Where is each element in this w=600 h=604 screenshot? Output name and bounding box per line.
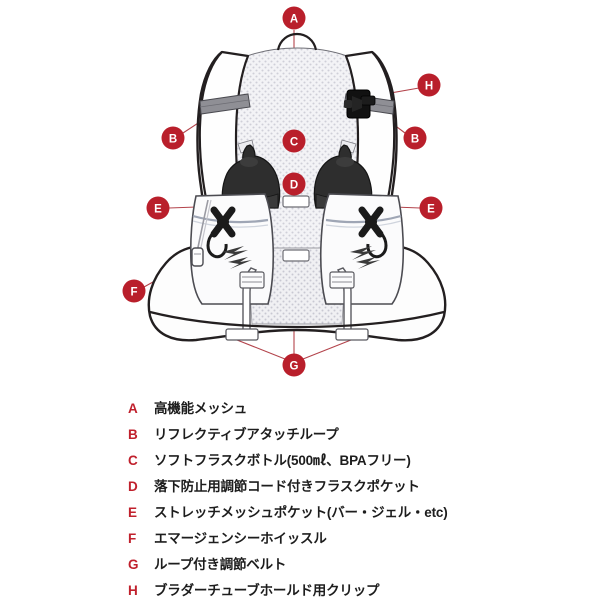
callout-group: A B B C D (122, 6, 443, 377)
legend-item-a: A 高機能メッシュ (0, 396, 600, 422)
emergency-whistle (191, 199, 212, 267)
legend-item-d: D 落下防止用調節コード付きフラスクポケット (0, 474, 600, 500)
legend-letter-b: B (128, 427, 138, 442)
legend-text-g: ループ付き調節ベルト (154, 557, 287, 572)
legend-item-e: E ストレッチメッシュポケット(バー・ジェル・etc) (0, 500, 600, 526)
leader-g-left (231, 337, 286, 360)
legend-letter-h: H (128, 583, 138, 598)
callout-h-label: H (425, 81, 433, 93)
whistle-body (191, 247, 204, 267)
brand-logo-right (350, 246, 380, 269)
legend-letter-c: C (128, 453, 138, 468)
callout-b-right-label: B (411, 134, 419, 146)
brand-logo-left (222, 246, 252, 269)
webbing-loop-lower (282, 249, 310, 262)
legend-text-a: 高機能メッシュ (154, 401, 248, 416)
callout-g-label: G (290, 361, 299, 373)
callout-d-label: D (290, 180, 298, 192)
vest-hem-line (149, 310, 445, 329)
callout-e-right-label: E (427, 204, 435, 216)
legend-text-h: ブラダーチューブホールド用クリップ (154, 583, 380, 598)
legend-item-h: H ブラダーチューブホールド用クリップ (0, 578, 600, 604)
reflective-band-left (199, 93, 251, 115)
vest-illustration: A B B C D (122, 6, 447, 377)
webbing-loop-upper (282, 195, 310, 208)
callout-b-left-label: B (169, 134, 177, 146)
legend-item-c: C ソフトフラスクボトル(500㎖、BPAフリー) (0, 448, 600, 474)
legend-item-b: B リフレクティブアタッチループ (0, 422, 600, 448)
legend-item-g: G ループ付き調節ベルト (0, 552, 600, 578)
neck-opening (276, 32, 318, 51)
belt-loop-left (225, 328, 259, 341)
legend-letter-f: F (128, 531, 137, 546)
callout-g[interactable]: G (282, 353, 306, 377)
callout-d[interactable]: D (282, 172, 306, 196)
center-webbing (282, 195, 310, 262)
legend-letter-a: A (128, 401, 138, 416)
legend-text-f: エマージェンシーホイッスル (154, 531, 327, 546)
callout-e-left[interactable]: E (146, 196, 170, 220)
callout-b-right[interactable]: B (403, 126, 427, 150)
callout-c[interactable]: C (282, 129, 306, 153)
leader-g-right (302, 337, 357, 360)
legend-letter-e: E (128, 505, 138, 520)
callout-a-label: A (290, 14, 298, 26)
legend-letter-g: G (128, 557, 139, 572)
drawcord-toggle-right (358, 206, 388, 259)
belt-loop-right (335, 328, 369, 341)
adjustment-belt-left (225, 267, 265, 341)
legend-letter-d: D (128, 479, 138, 494)
vest-body (147, 32, 447, 342)
legend-text-d: 落下防止用調節コード付きフラスクポケット (154, 479, 420, 494)
callout-h[interactable]: H (417, 73, 441, 97)
legend-text-c: ソフトフラスクボトル(500㎖、BPAフリー) (154, 453, 411, 468)
callout-a[interactable]: A (282, 6, 306, 30)
adjustment-belt-right (329, 267, 369, 341)
legend-text-e: ストレッチメッシュポケット(バー・ジェル・etc) (154, 505, 448, 520)
callout-f[interactable]: F (122, 279, 146, 303)
callout-b-left[interactable]: B (161, 126, 185, 150)
legend-text-b: リフレクティブアタッチループ (154, 427, 339, 442)
bladder-tube-clip (344, 89, 376, 119)
legend-item-f: F エマージェンシーホイッスル (0, 526, 600, 552)
callout-c-label: C (290, 137, 298, 149)
reflective-band-left-stitch (199, 99, 250, 108)
vest-diagram: A B B C D (122, 6, 447, 377)
legend-list: A 高機能メッシュ B リフレクティブアタッチループ C ソフトフラスクボトル(… (0, 388, 600, 600)
callout-e-left-label: E (154, 204, 162, 216)
callout-f-label: F (130, 287, 137, 299)
drawcord-toggle-left (206, 206, 236, 259)
callout-e-right[interactable]: E (419, 196, 443, 220)
